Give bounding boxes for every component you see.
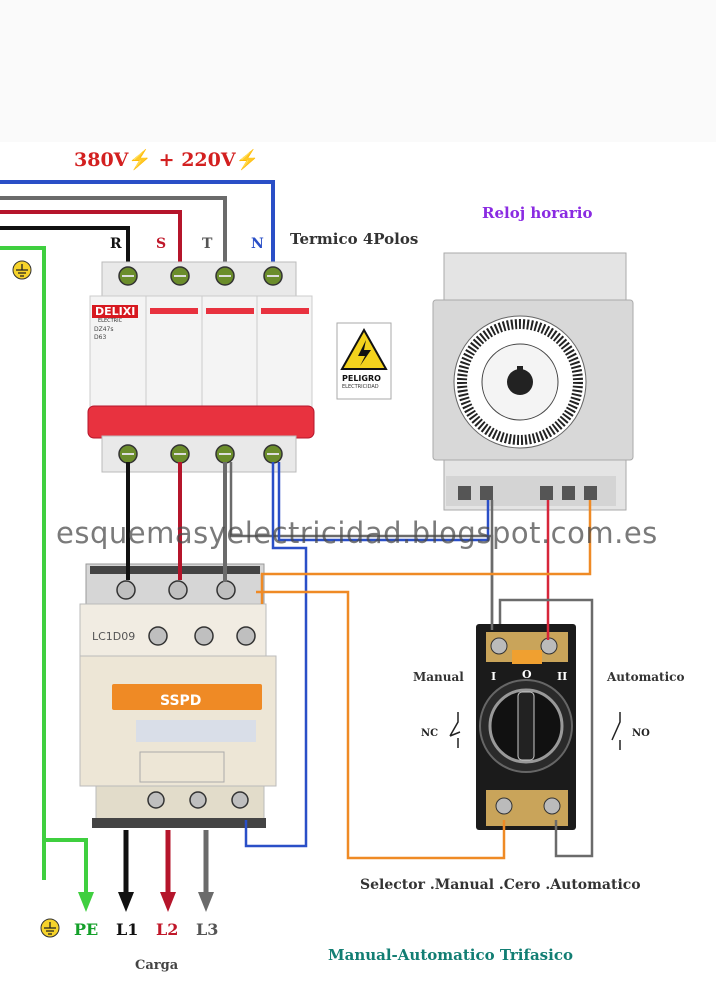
watermark: esquemasyelectricidad.blogspot.com.es bbox=[56, 516, 658, 550]
breaker-4-pole bbox=[87, 261, 315, 473]
warning-sign bbox=[336, 322, 392, 400]
breaker-label: Termico 4Polos bbox=[290, 230, 419, 248]
svg-text:O: O bbox=[522, 668, 532, 681]
load-label: Carga bbox=[135, 958, 179, 973]
phase-label-t: T bbox=[202, 236, 213, 252]
wire-t bbox=[0, 196, 227, 265]
wire-n bbox=[0, 180, 275, 265]
nc-contact-symbol bbox=[449, 712, 461, 748]
diagram-header-title: 380V⚡ + 220V⚡ bbox=[74, 149, 260, 171]
timer-label: Reloj horario bbox=[482, 204, 593, 222]
nc-label: NC bbox=[421, 728, 439, 739]
breaker-model-line1: DZ47s bbox=[94, 326, 114, 333]
no-label: NO bbox=[632, 728, 650, 739]
contactor-brand: SSPD bbox=[160, 693, 202, 709]
no-contact-symbol bbox=[611, 712, 621, 750]
selector-switch: I O II bbox=[476, 624, 576, 830]
selector-auto-label: Automatico bbox=[607, 670, 685, 684]
wire-s bbox=[0, 210, 182, 265]
output-l1-label: L1 bbox=[116, 920, 139, 939]
contactor bbox=[79, 563, 277, 828]
output-l3-label: L3 bbox=[196, 920, 219, 939]
phase-label-r: R bbox=[110, 236, 122, 252]
warning-sign-text: PELIGRO bbox=[342, 374, 381, 383]
selector-caption: Selector .Manual .Cero .Automatico bbox=[360, 877, 641, 893]
warning-sign-subtext: ELECTRICIDAD bbox=[342, 384, 379, 390]
breaker-model-line2: D63 bbox=[94, 334, 107, 341]
wire-n-control bbox=[244, 462, 308, 848]
breaker-brand: DELIXI bbox=[92, 305, 139, 318]
top-band bbox=[0, 0, 716, 142]
svg-text:I: I bbox=[491, 670, 496, 683]
breaker-brand-sub: ELECTRIC bbox=[98, 318, 123, 324]
wire-n-timer bbox=[277, 462, 490, 542]
phase-label-s: S bbox=[156, 236, 167, 252]
wire-ground-bottom bbox=[42, 838, 88, 900]
wire-timer-orange bbox=[260, 500, 592, 604]
wire-ground bbox=[0, 246, 46, 880]
output-pe-label: PE bbox=[74, 920, 99, 939]
output-l2-label: L2 bbox=[156, 920, 179, 939]
phase-label-n: N bbox=[251, 236, 264, 252]
contactor-model: LC1D09 bbox=[92, 630, 136, 643]
timer-device bbox=[432, 252, 634, 511]
selector-manual-label: Manual bbox=[413, 670, 464, 684]
diagram-title: Manual-Automatico Trifasico bbox=[328, 946, 573, 964]
svg-text:II: II bbox=[557, 670, 567, 683]
wire-selector-right bbox=[498, 598, 594, 858]
wire-orange-selector bbox=[256, 590, 506, 860]
wire-r bbox=[0, 226, 130, 265]
